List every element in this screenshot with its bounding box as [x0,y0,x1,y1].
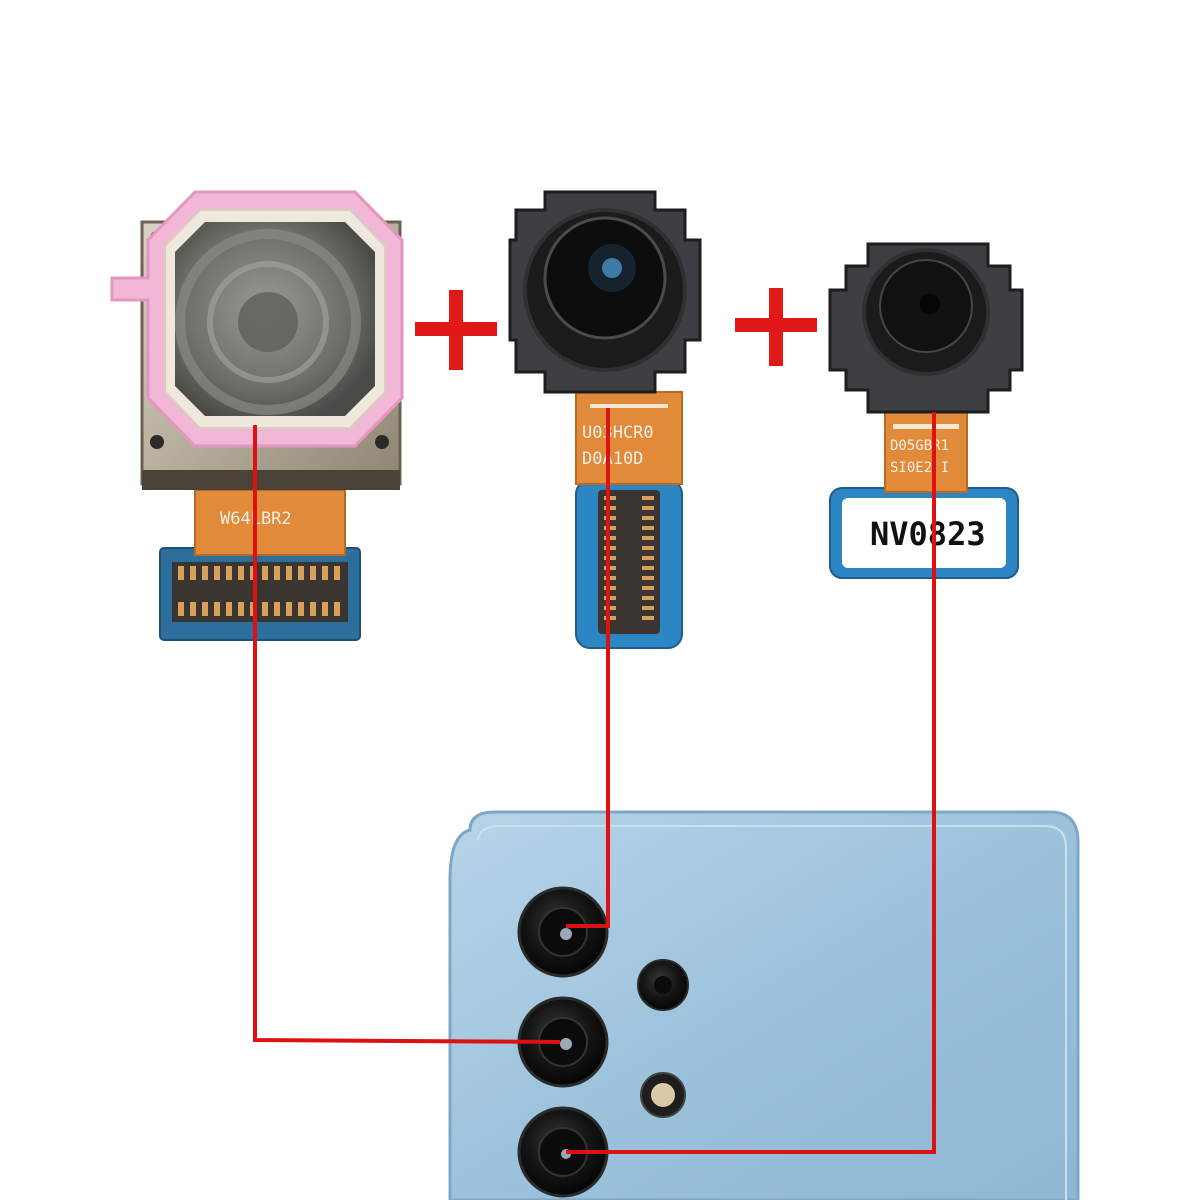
macro-module-label-line1: D05GBR1 [890,438,949,454]
phone-macro-lens [517,1106,609,1198]
phone-ultrawide-lens [517,886,609,978]
macro-sticker-label: NV0823 [870,515,986,553]
ultrawide-module-label-line1: U03HCR0 [582,423,654,443]
ultrawide-connector-line [566,408,610,928]
main-camera-module: W64LBR2 [110,190,404,641]
macro-module-label-line2: SI0E2 I [890,460,949,476]
ultrawide-module-label-line2: D0A10D [582,449,643,469]
macro-connector-line [566,412,936,1154]
plus-icon [735,288,817,366]
main-camera-connector-line [253,425,561,1044]
plus-icon [415,290,497,370]
phone-flash [640,1072,686,1118]
phone-depth-lens [637,959,689,1011]
connector-lines [253,408,936,1154]
ultrawide-camera-module: U03HCR0 D0A10D [508,190,702,649]
macro-camera-module: NV0823 D05GBR1 SI0E2 I [828,242,1024,579]
